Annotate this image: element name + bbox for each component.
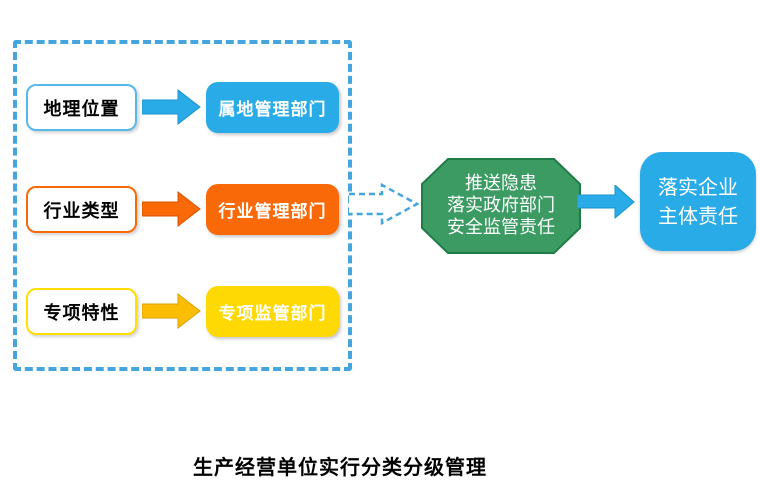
dept-label-industry: 行业管理部门	[218, 202, 327, 221]
criterion-box-geography: 地理位置	[26, 84, 137, 131]
criterion-label-special: 专项特性	[43, 302, 120, 323]
dept-label-special: 专项监管部门	[218, 304, 327, 323]
arrow-to-enterprise-icon	[577, 185, 635, 219]
enterprise-responsibility-box: 落实企业 主体责任	[640, 152, 756, 251]
dept-box-industry: 行业管理部门	[206, 184, 339, 235]
arrow-geography-icon	[142, 89, 201, 125]
criterion-label-geography: 地理位置	[43, 98, 120, 119]
octagon-line-3: 安全监管责任	[447, 217, 555, 238]
octagon-line-1: 推送隐患	[465, 173, 537, 194]
criterion-label-industry: 行业类型	[43, 200, 120, 221]
arrow-special-icon	[142, 293, 201, 329]
result-line-1: 落实企业	[658, 174, 738, 199]
arrow-industry-icon	[142, 191, 201, 227]
dashed-arrow-icon	[349, 183, 420, 225]
dept-box-special: 专项监管部门	[206, 286, 339, 337]
diagram-caption: 生产经营单位实行分类分级管理	[193, 457, 487, 479]
octagon-line-2: 落实政府部门	[447, 195, 555, 216]
criterion-box-special: 专项特性	[26, 288, 137, 335]
result-line-2: 主体责任	[658, 203, 738, 228]
dept-box-territorial: 属地管理部门	[206, 82, 339, 133]
dept-label-territorial: 属地管理部门	[218, 100, 327, 119]
gov-responsibility-text: 推送隐患 落实政府部门 安全监管责任	[421, 158, 581, 254]
criterion-box-industry: 行业类型	[26, 186, 137, 233]
gov-responsibility-octagon	[421, 158, 581, 254]
